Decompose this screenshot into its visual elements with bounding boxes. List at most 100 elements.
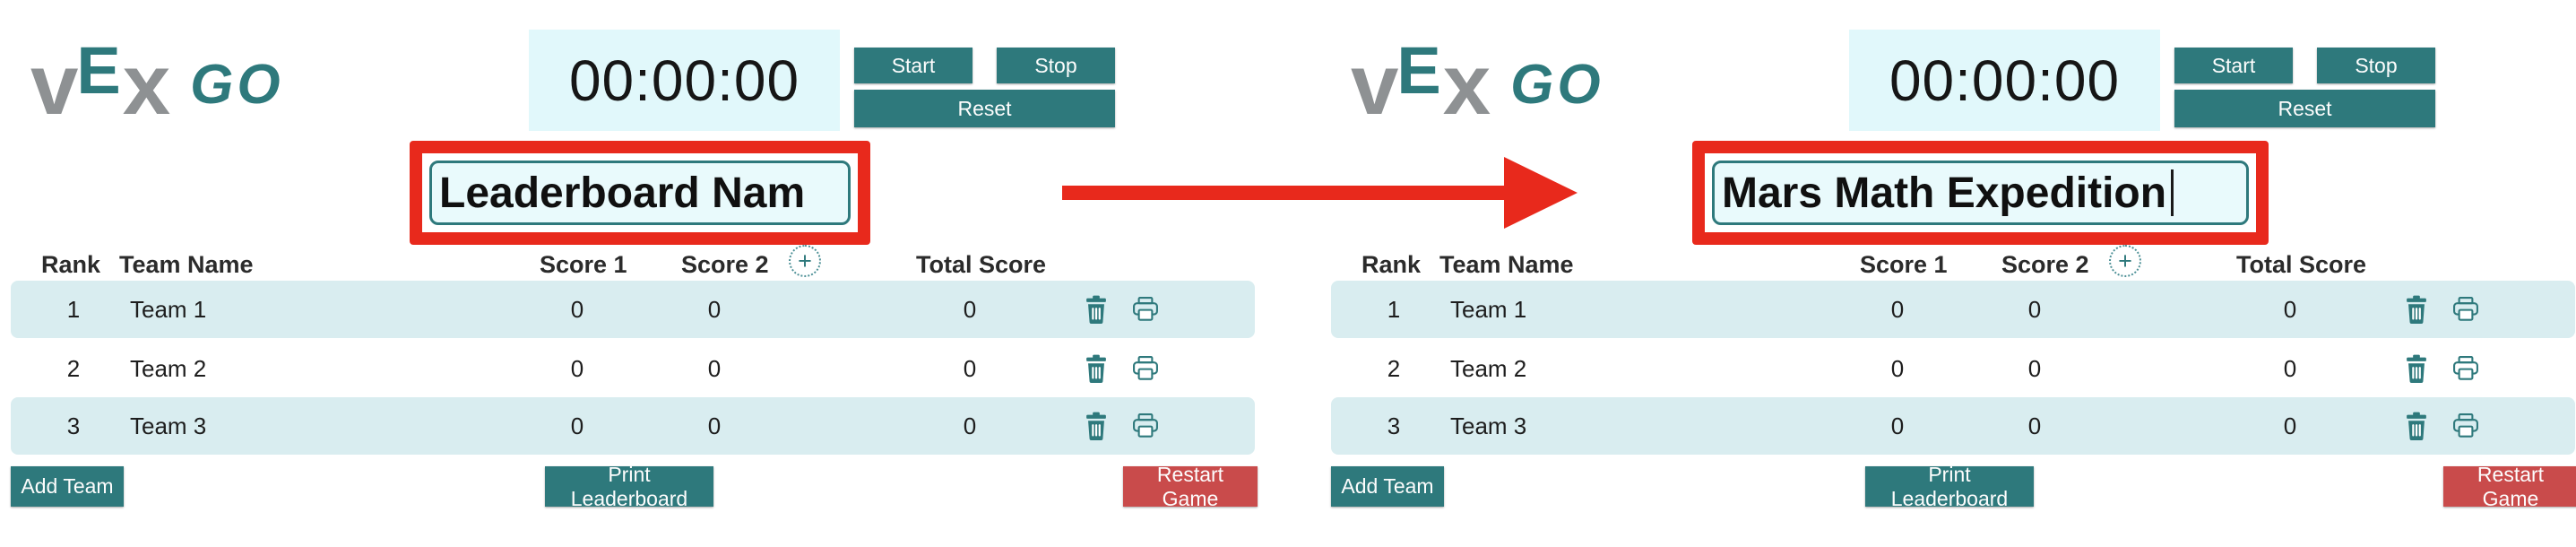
logo-letter-e: E <box>76 33 121 108</box>
score2-value: 0 <box>707 412 722 439</box>
trash-icon <box>2403 412 2430 443</box>
table-row: 2 Team 2 0 0 0 <box>1331 340 2575 397</box>
text-caret <box>2171 169 2174 216</box>
logo-letter-v: v <box>30 37 78 133</box>
header-score1: Score 1 <box>540 251 627 278</box>
annotation-box: Leaderboard Nam <box>410 141 870 245</box>
score1-value: 0 <box>570 355 584 382</box>
add-team-button[interactable]: Add Team <box>11 466 124 507</box>
delete-team-button[interactable] <box>1083 354 1110 386</box>
leaderboard-name-value: Leaderboard Nam <box>439 169 806 217</box>
add-score-column-button[interactable]: + <box>789 245 821 277</box>
logo-letter-x: x <box>1442 37 1491 133</box>
score1-value: 0 <box>1890 412 1905 439</box>
score2-value: 0 <box>2027 296 2042 323</box>
team-name-value: Team 1 <box>130 296 207 323</box>
table-row: 3 Team 3 0 0 0 <box>1331 397 2575 455</box>
printer-icon <box>1131 356 1160 385</box>
header-team-name: Team Name <box>119 251 254 278</box>
table-row: 2 Team 2 0 0 0 <box>11 340 1255 397</box>
total-score-value: 0 <box>2283 296 2297 323</box>
table-row: 1 Team 1 0 0 0 <box>11 281 1255 338</box>
logo-letter-v: v <box>1351 37 1398 133</box>
table-row: 3 Team 3 0 0 0 <box>11 397 1255 455</box>
restart-game-button[interactable]: Restart Game <box>1123 463 1258 510</box>
rank-value: 1 <box>1387 296 1401 323</box>
logo-letter-x: x <box>122 37 170 133</box>
print-team-button[interactable] <box>1131 355 1160 382</box>
stop-button[interactable]: Stop <box>2317 48 2435 83</box>
total-score-value: 0 <box>963 296 977 323</box>
print-team-button[interactable] <box>2451 412 2480 439</box>
start-button[interactable]: Start <box>854 48 972 83</box>
print-team-button[interactable] <box>1131 296 1160 323</box>
header-total-score: Total Score <box>916 251 1047 278</box>
restart-game-button[interactable]: Restart Game <box>2443 463 2576 510</box>
score2-value: 0 <box>707 355 722 382</box>
delete-team-button[interactable] <box>2403 295 2430 325</box>
print-team-button[interactable] <box>2451 296 2480 323</box>
printer-icon <box>2451 413 2480 442</box>
team-name-value: Team 3 <box>130 412 207 439</box>
leaderboard-name-input[interactable]: Leaderboard Nam <box>429 161 851 225</box>
header-score2: Score 2 <box>681 251 769 278</box>
rank-value: 2 <box>1387 355 1401 382</box>
printer-icon <box>1131 413 1160 442</box>
add-team-button[interactable]: Add Team <box>1331 466 1444 507</box>
delete-team-button[interactable] <box>2403 354 2430 386</box>
team-name-value: Team 1 <box>1450 296 1527 323</box>
start-button[interactable]: Start <box>2174 48 2293 83</box>
score2-value: 0 <box>2027 412 2042 439</box>
header-total-score: Total Score <box>2236 251 2367 278</box>
score2-value: 0 <box>707 296 722 323</box>
timer-display: 00:00:00 <box>529 30 840 131</box>
table-header: Rank Team Name Score 1 Score 2 + Total S… <box>1320 245 2576 283</box>
stop-button[interactable]: Stop <box>997 48 1115 83</box>
rank-value: 2 <box>66 355 81 382</box>
header-score2: Score 2 <box>2001 251 2089 278</box>
score1-value: 0 <box>570 296 584 323</box>
trash-icon <box>1083 354 1110 386</box>
print-leaderboard-button[interactable]: Print Leaderboard <box>545 463 713 510</box>
reset-button[interactable]: Reset <box>2174 90 2435 127</box>
trash-icon <box>1083 412 1110 443</box>
logo-letter-e: E <box>1396 33 1441 108</box>
print-team-button[interactable] <box>2451 355 2480 382</box>
delete-team-button[interactable] <box>2403 412 2430 443</box>
total-score-value: 0 <box>2283 355 2297 382</box>
score1-value: 0 <box>570 412 584 439</box>
header-rank: Rank <box>1361 251 1422 278</box>
logo-go: GO <box>1510 54 1604 116</box>
team-name-value: Team 3 <box>1450 412 1527 439</box>
leaderboard-name-value: Mars Math Expedition <box>1722 169 2167 217</box>
add-score-column-button[interactable]: + <box>2109 245 2141 277</box>
print-team-button[interactable] <box>1131 412 1160 439</box>
right-arrow-head-icon <box>1504 157 1578 229</box>
score2-value: 0 <box>2027 355 2042 382</box>
printer-icon <box>1131 297 1160 326</box>
printer-icon <box>2451 297 2480 326</box>
header-score1: Score 1 <box>1860 251 1948 278</box>
rank-value: 1 <box>66 296 81 323</box>
header-rank: Rank <box>41 251 101 278</box>
header-team-name: Team Name <box>1439 251 1574 278</box>
trash-icon <box>1083 295 1110 326</box>
annotation-box: Mars Math Expedition <box>1692 141 2269 245</box>
delete-team-button[interactable] <box>1083 295 1110 326</box>
delete-team-button[interactable] <box>1083 412 1110 443</box>
team-name-value: Team 2 <box>1450 355 1527 382</box>
score1-value: 0 <box>1890 355 1905 382</box>
rank-value: 3 <box>1387 412 1401 439</box>
logo-go: GO <box>190 54 284 116</box>
print-leaderboard-button[interactable]: Print Leaderboard <box>1865 463 2034 510</box>
table-row: 1 Team 1 0 0 0 <box>1331 281 2575 338</box>
reset-button[interactable]: Reset <box>854 90 1115 127</box>
leaderboard-name-input[interactable]: Mars Math Expedition <box>1712 161 2249 225</box>
table-header: Rank Team Name Score 1 Score 2 + Total S… <box>0 245 1288 283</box>
trash-icon <box>2403 354 2430 386</box>
